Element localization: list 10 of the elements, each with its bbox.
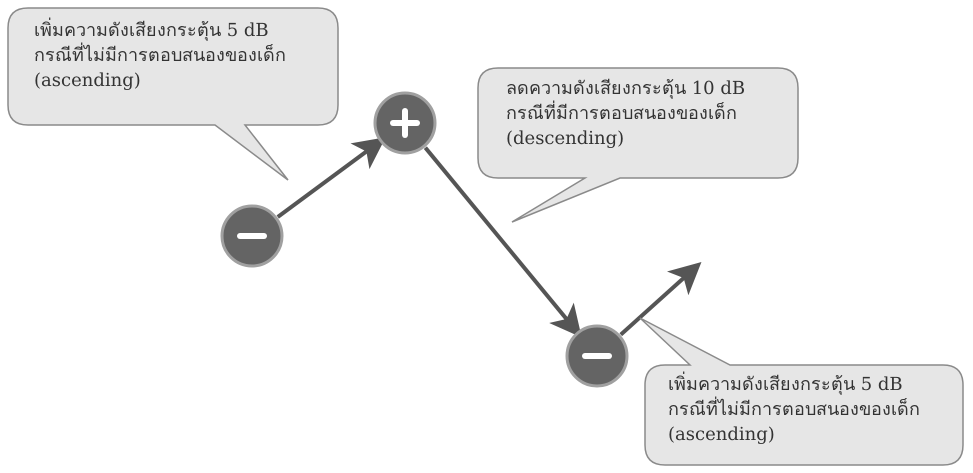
callout-text: เพิ่มความดังเสียงกระตุ้น 5 dB กรณีที่ไม่มีการตอบสนองของเด็ก (ascending) bbox=[668, 372, 930, 447]
speech-bubble bbox=[8, 8, 339, 181]
minus-circle-icon bbox=[220, 204, 284, 268]
callout-text: เพิ่มความดังเสียงกระตุ้น 5 dB กรณีที่ไม่มีการตอบสนองของเด็ก (ascending) bbox=[34, 18, 296, 93]
arrow bbox=[619, 262, 702, 336]
plus-circle-icon bbox=[373, 91, 437, 155]
speech-bubble bbox=[638, 316, 964, 466]
minus-circle-icon bbox=[565, 324, 629, 388]
callout-text: ลดความดังเสียงกระตุ้น 10 dB กรณีที่มีการตอบสนองของเด็ก (descending) bbox=[506, 77, 746, 151]
speech-bubble bbox=[478, 68, 799, 224]
